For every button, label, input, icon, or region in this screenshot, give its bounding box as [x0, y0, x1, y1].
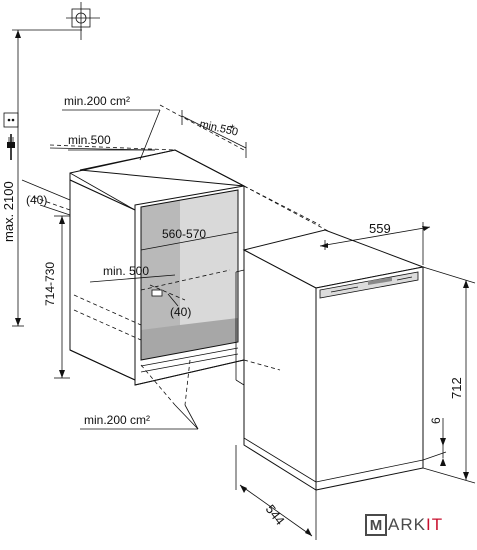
offset-left-label: (40) [26, 193, 47, 207]
side-depth-star: * [230, 122, 235, 136]
plug-icon [7, 134, 15, 160]
brand-accent-text: IT [425, 515, 444, 534]
inner-offset-dimension: (40) [151, 289, 191, 319]
vent-top-label: min.200 cm² [64, 94, 130, 108]
vent-bottom-dimension: min.200 cm² [80, 404, 199, 430]
appliance-width-dimension: 559 [319, 221, 431, 265]
niche-width-label: 560-570 [162, 227, 206, 241]
brand-logo: M ARKIT [365, 513, 443, 537]
brand-rest-text: ARK [388, 515, 426, 534]
vent-top-dimension: min.200 cm² [62, 94, 161, 161]
depth-top-dimension: min.500 [49, 133, 156, 151]
appliance-height-dimension: 712 [422, 266, 476, 484]
appliance-depth-label: 544 [263, 502, 288, 528]
appliance-fridge [235, 229, 425, 491]
vent-bottom-label: min.200 cm² [84, 413, 150, 427]
side-depth-dimension: min.550 * [181, 110, 247, 158]
niche-fridge-links [243, 185, 331, 371]
max-height-dimension: max. 2100 [1, 29, 82, 327]
offset-left-dimension: (40) [21, 179, 71, 216]
inner-depth-dimension: min. 500 [89, 264, 176, 283]
brand-logo-text: ARKIT [388, 515, 443, 535]
depth-top-label: min.500 [68, 133, 111, 147]
socket-icon [3, 112, 19, 128]
niche-height-label: 714-730 [43, 262, 57, 306]
brand-initial-text: M [369, 516, 383, 534]
niche-height-dimension: 714-730 [43, 215, 70, 379]
brand-logo-initial: M [365, 514, 387, 536]
appliance-base-label: 6 [429, 417, 443, 424]
appliance-base-dimension: 6 [422, 417, 447, 466]
niche-cabinet [69, 149, 245, 386]
appliance-height-label: 712 [449, 377, 464, 399]
appliance-width-label: 559 [369, 221, 391, 236]
mounting-symbol-icon [66, 2, 100, 40]
max-height-label: max. 2100 [1, 181, 16, 242]
inner-offset-label: (40) [170, 305, 191, 319]
niche-width-dimension: 560-570 [140, 227, 239, 251]
inner-depth-label: min. 500 [103, 264, 149, 278]
